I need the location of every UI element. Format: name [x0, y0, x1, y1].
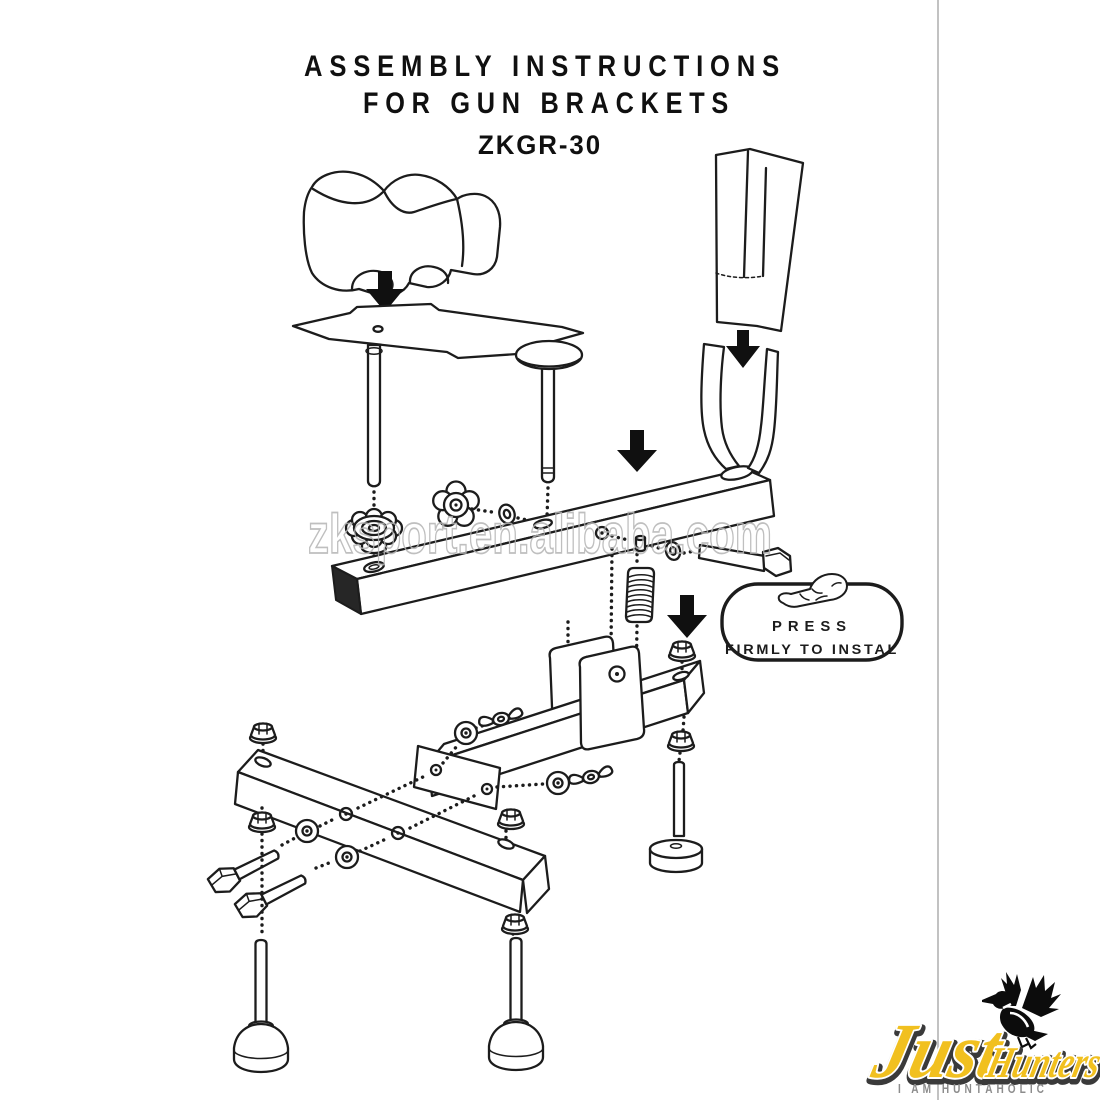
brand-word2: Hunters — [981, 1038, 1100, 1087]
brand-word2-halo: Hunters — [981, 1038, 1100, 1087]
model-number: ZKGR-30 — [478, 130, 602, 160]
guide-dots — [677, 660, 686, 763]
compression-spring — [624, 566, 656, 624]
press-label-line2: FIRMLY TO INSTAL — [725, 642, 899, 657]
flange-nut — [247, 811, 277, 834]
rear-rest-cover — [714, 147, 805, 333]
spring-pin — [634, 534, 647, 553]
brand-logo: Just Just Just Hunters Hunters Hunters I… — [861, 972, 1100, 1100]
hex-bolt — [206, 849, 280, 894]
guide-dots — [280, 774, 480, 870]
page-title: ASSEMBLY INSTRUCTIONS FOR GUN BRACKETS Z… — [304, 50, 786, 160]
guide-dots — [260, 742, 515, 940]
brand-tagline: I AM HUNTAHOLIC — [898, 1082, 1048, 1096]
brand-word1: Just — [864, 1008, 1012, 1095]
flange-nut — [666, 730, 696, 753]
leveling-foot — [232, 938, 290, 1074]
threaded-post — [366, 343, 382, 488]
flat-washer — [334, 844, 360, 870]
flat-washer — [294, 818, 320, 844]
front-rest-cradle — [302, 170, 502, 297]
bracket-mounting-plate — [412, 744, 502, 811]
flange-nut — [248, 722, 278, 745]
hex-bolt — [697, 543, 793, 578]
rear-rest-yoke — [700, 342, 780, 481]
pivot-plate-front — [578, 645, 646, 751]
leveling-foot-rear — [648, 760, 704, 874]
guide-dots — [545, 486, 550, 520]
pressing-hand-icon — [777, 573, 848, 608]
title-line2: FOR GUN BRACKETS — [363, 87, 735, 120]
brand-word2-outline: Hunters — [983, 1041, 1100, 1090]
down-arrow-icon — [617, 430, 657, 472]
leveling-foot — [487, 936, 545, 1072]
flange-nut — [667, 640, 697, 663]
wing-nut — [566, 764, 616, 790]
flat-washer — [664, 540, 682, 562]
hex-bolt — [233, 874, 307, 919]
star-knob — [432, 480, 480, 527]
down-arrow-icon — [366, 271, 404, 312]
flat-washer — [545, 770, 571, 796]
down-arrow-icon — [667, 595, 707, 638]
adjustment-knob — [344, 507, 404, 555]
brand-word1-halo: Just — [864, 1008, 1012, 1095]
flange-nut — [500, 913, 530, 936]
flying-duck-icon — [982, 972, 1061, 1050]
down-arrow-icon — [726, 330, 760, 368]
press-firmly-label: PRESS FIRMLY TO INSTAL — [720, 573, 904, 662]
rest-mounting-plate — [291, 302, 585, 360]
brand-word1-outline: Just — [865, 1011, 1013, 1098]
exploded-assembly-diagram — [206, 147, 805, 1074]
flange-nut — [496, 808, 526, 831]
title-line1: ASSEMBLY INSTRUCTIONS — [304, 50, 786, 83]
t-handle-bolt — [514, 339, 584, 484]
guide-dots — [610, 534, 697, 555]
upper-beam — [330, 467, 776, 616]
flat-washer — [453, 720, 479, 746]
press-label-line1: PRESS — [772, 618, 852, 635]
watermark-text: zksport.en.alibaba.com — [308, 502, 772, 565]
